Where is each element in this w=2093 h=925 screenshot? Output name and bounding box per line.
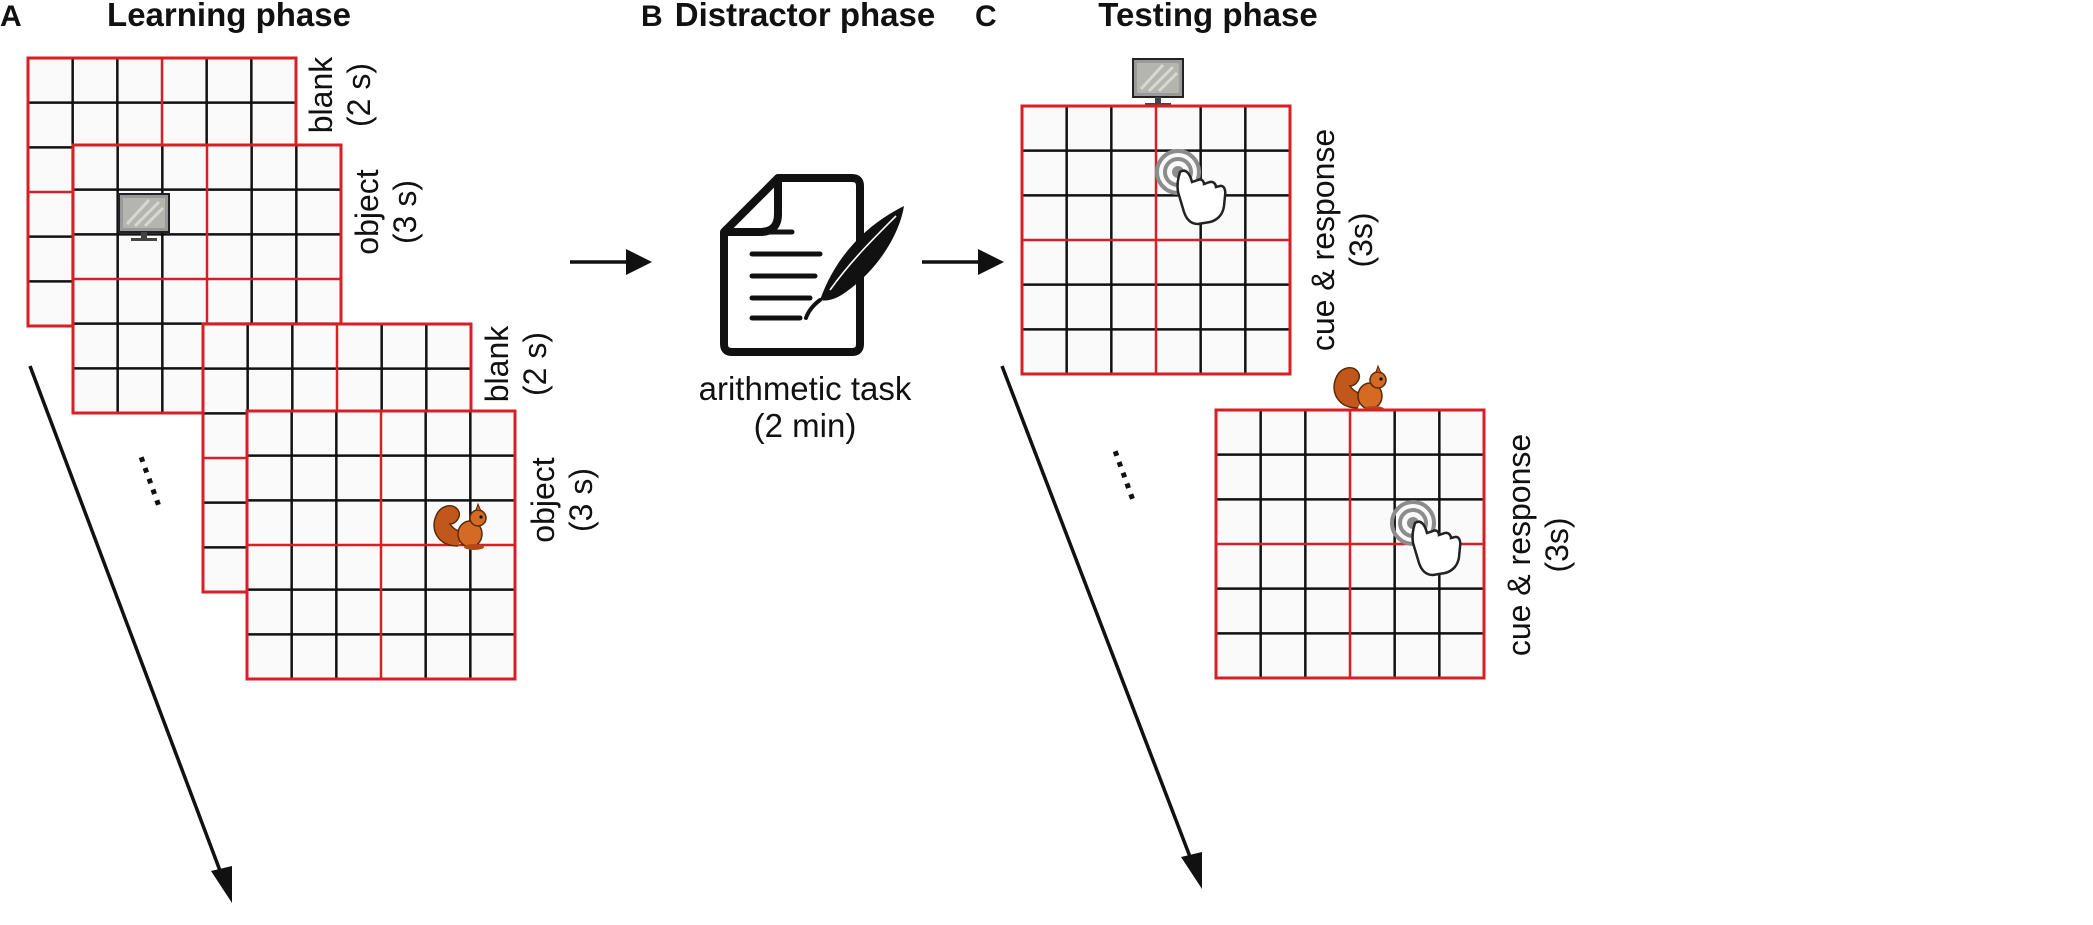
cue-response-label-1-line1: cue & response xyxy=(1305,129,1341,351)
blank-label-2: blank (2 s) xyxy=(479,325,553,403)
learning-ellipsis: ..... xyxy=(130,446,185,513)
object-label-2-line2: (3 s) xyxy=(563,468,599,532)
blank-label-1: blank (2 s) xyxy=(303,56,377,134)
blank-label-2-line2: (2 s) xyxy=(517,332,553,396)
testing-ellipsis: ..... xyxy=(1104,440,1159,507)
panel-a-title: Learning phase xyxy=(107,0,351,33)
panel-b-title: Distractor phase xyxy=(675,0,935,33)
arithmetic-task-duration: (2 min) xyxy=(754,407,857,444)
cue-response-label-1-line2: (3s) xyxy=(1343,212,1379,267)
arrow-distractor-to-testing xyxy=(922,249,1004,275)
panel-c-letter: C xyxy=(975,0,997,33)
learning-time-arrow xyxy=(28,365,232,903)
object-label-1-line2: (3 s) xyxy=(387,180,423,244)
blank-label-2-line1: blank xyxy=(479,325,515,403)
quill-icon xyxy=(804,206,904,320)
object-label-2: object (3 s) xyxy=(525,457,599,543)
cue-response-label-2-line2: (3s) xyxy=(1539,517,1575,572)
testing-time-arrow xyxy=(1000,365,1202,889)
testing-grid-1 xyxy=(1020,104,1292,376)
blank-label-1-line2: (2 s) xyxy=(341,63,377,127)
test-squirrel-icon xyxy=(1333,365,1387,413)
object-label-1-line1: object xyxy=(349,169,385,255)
panel-a-letter: A xyxy=(0,0,22,33)
document-icon xyxy=(720,174,864,356)
panel-c-title: Testing phase xyxy=(1098,0,1317,33)
panel-b-letter: B xyxy=(641,0,663,33)
cue-response-label-2-line1: cue & response xyxy=(1501,434,1537,656)
object-label-1: object (3 s) xyxy=(349,169,423,255)
arithmetic-task-label: arithmetic task xyxy=(699,370,912,407)
cue-response-label-2: cue & response (3s) xyxy=(1501,434,1575,656)
arrow-learning-to-distractor xyxy=(570,249,652,275)
test-monitor-icon xyxy=(1131,57,1185,108)
blank-label-1-line1: blank xyxy=(303,56,339,134)
cue-response-label-1: cue & response (3s) xyxy=(1305,129,1379,351)
object-label-2-line1: object xyxy=(525,457,561,543)
